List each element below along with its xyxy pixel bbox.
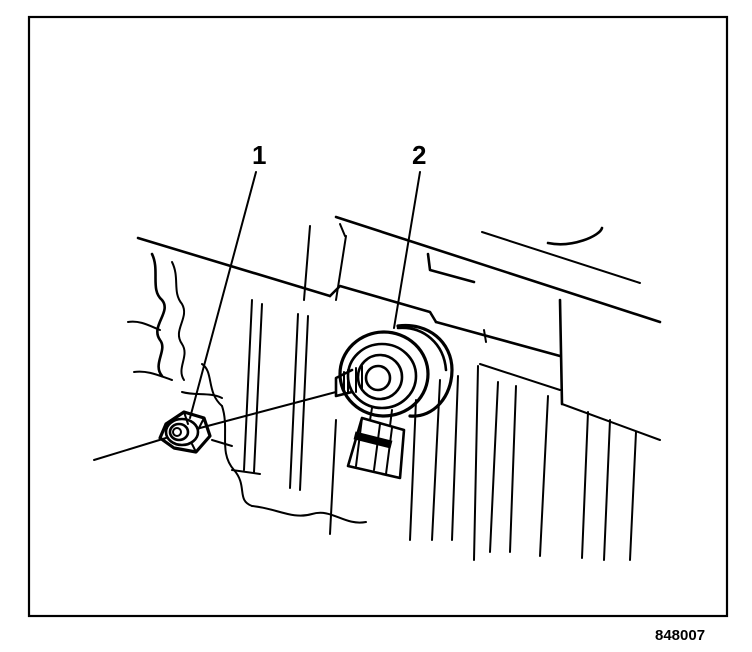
hex-nut [158,410,212,454]
callout-leader-1 [189,171,257,419]
callout-label-2: 2 [412,140,426,170]
callout-label-1: 1 [252,140,266,170]
knock-sensor [334,323,454,480]
casting-left-edge [127,252,223,407]
exploded-centerline [93,391,337,461]
engine-block-outline [136,215,662,561]
vertical-ribs [243,225,637,561]
casting-lower-edge [211,405,367,524]
diagram-frame [27,15,729,618]
figure-id: 848007 [655,627,705,644]
callout-leader-2 [393,171,421,329]
